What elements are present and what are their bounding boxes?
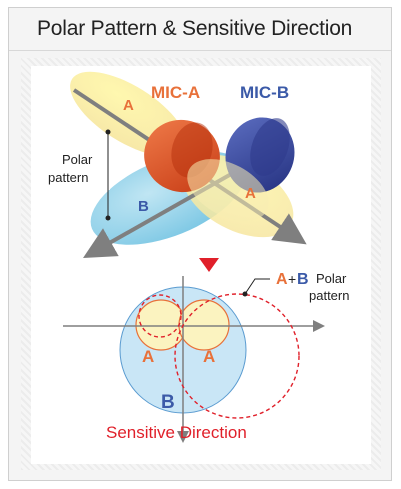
mic-b-disc-shade (250, 118, 290, 176)
down-arrow-icon (199, 258, 219, 272)
card-header: Polar Pattern & Sensitive Direction (9, 8, 391, 51)
pattern-a-circle-right (178, 299, 230, 351)
legend-leader-line (244, 278, 270, 295)
polar-callout-line1: Polar (62, 152, 93, 167)
page-title: Polar Pattern & Sensitive Direction (37, 17, 353, 40)
polar-callout-bg (48, 150, 110, 190)
pattern-b-top-label: B (138, 198, 149, 215)
lower-a-right-label: A (203, 347, 215, 366)
mic-a-label: MIC-A (151, 83, 200, 102)
polar-callout-dot-bottom (105, 215, 111, 221)
lower-polar-plot: A A B (63, 276, 325, 443)
combined-legend: A + B Polar pattern (242, 271, 349, 303)
polar-callout-dot-top (105, 129, 111, 135)
lower-b-label: B (161, 392, 175, 413)
legend-a: A (276, 271, 288, 288)
overlap-pattern (187, 159, 269, 221)
pattern-a-overlap-label: A (245, 185, 256, 202)
legend-leader-dot (242, 291, 248, 297)
polar-callout-line2: pattern (48, 170, 88, 185)
legend-pattern: pattern (309, 288, 349, 303)
combined-pattern-large (174, 293, 300, 419)
pattern-a-top-label: A (123, 97, 134, 114)
legend-b: B (297, 271, 309, 288)
sensitive-direction-caption: Sensitive Direction (106, 423, 247, 442)
combined-pattern-small (138, 294, 182, 338)
mic-b-label: MIC-B (240, 83, 289, 102)
upper-illustration: MIC-A MIC-B A B A Polar pattern (48, 71, 307, 258)
lower-a-left-label: A (142, 347, 154, 366)
legend-plus: + (288, 271, 296, 287)
legend-polar: Polar (316, 271, 347, 286)
